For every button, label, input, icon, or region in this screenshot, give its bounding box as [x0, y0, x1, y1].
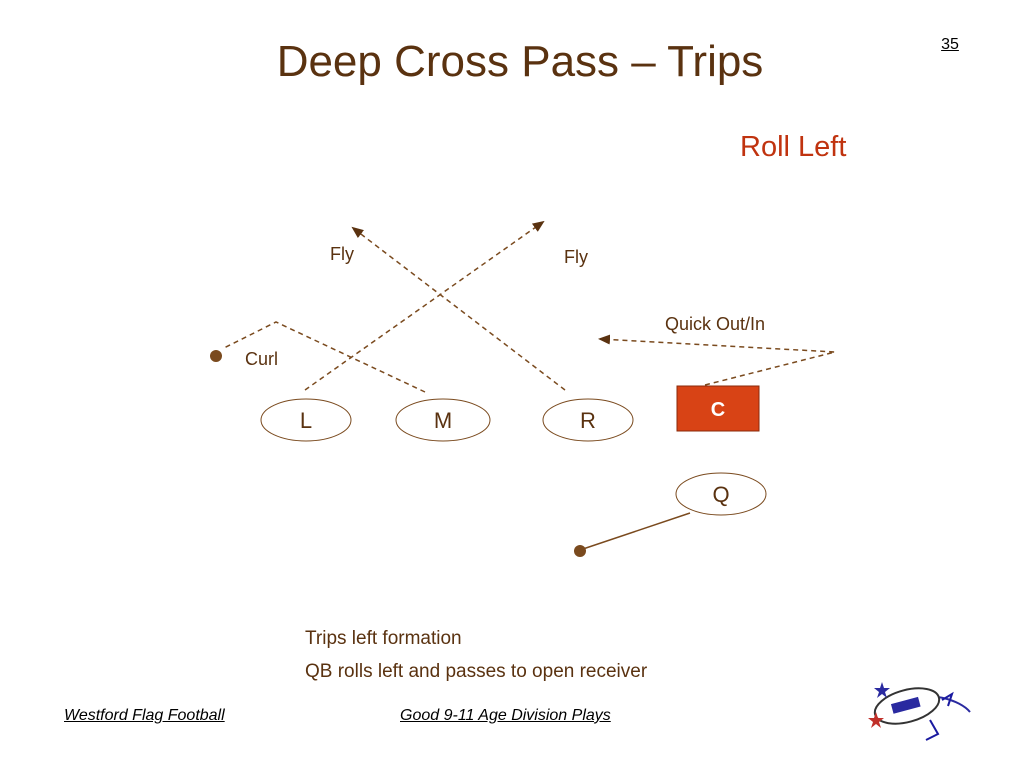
player-left: L [260, 398, 352, 442]
note-formation: Trips left formation [305, 628, 462, 649]
quick-out-in-label: Quick Out/In [665, 314, 765, 334]
slide-title: Deep Cross Pass – Trips [276, 37, 764, 86]
player-right: R [542, 398, 634, 442]
route-r-fly [351, 226, 566, 391]
fly-right-label: Fly [564, 247, 588, 267]
player-left-label: L [300, 408, 312, 433]
player-middle-label: M [434, 408, 452, 433]
player-quarterback: Q [675, 472, 767, 516]
qb-roll-path [579, 512, 691, 551]
play-subtitle: Roll Left [740, 131, 847, 163]
player-center-label: C [711, 399, 725, 421]
player-center: C [676, 385, 760, 432]
curl-label: Curl [245, 349, 278, 369]
route-l-fly [304, 220, 545, 391]
wff-logo [868, 682, 971, 741]
route-c-quick-out-in [598, 334, 836, 386]
player-quarterback-label: Q [712, 482, 729, 507]
qb-roll-endpoint-dot [574, 545, 586, 557]
player-right-label: R [580, 408, 596, 433]
slide-number: 35 [941, 36, 959, 53]
route-m-curl [223, 321, 426, 393]
note-qb-instruction: QB rolls left and passes to open receive… [305, 661, 648, 682]
player-middle: M [395, 398, 491, 442]
fly-left-label: Fly [330, 244, 354, 264]
curl-endpoint-dot [210, 350, 222, 362]
footer-organization: Westford Flag Football [64, 707, 225, 724]
footer-document-title: Good 9-11 Age Division Plays [400, 707, 611, 724]
